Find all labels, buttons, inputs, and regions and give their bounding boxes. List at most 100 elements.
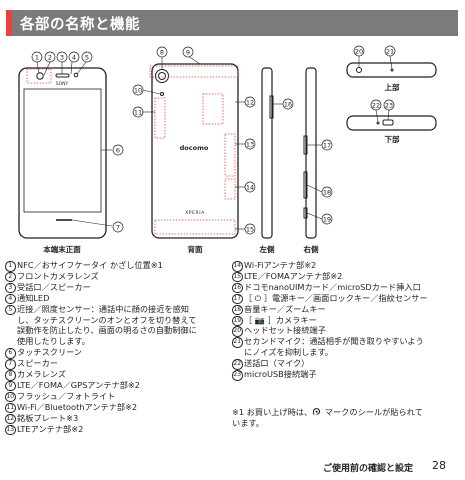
callout-12: 12 — [244, 96, 256, 108]
svg-text:11: 11 — [134, 108, 142, 116]
item-text: LTE／FOMA／GPSアンテナ部※2 — [17, 379, 140, 390]
callout-18: 18 — [321, 186, 333, 198]
svg-text:17: 17 — [323, 141, 331, 149]
callout-1: 1 — [31, 51, 43, 63]
item-number: 22 — [232, 359, 243, 370]
svg-text:7: 7 — [116, 223, 120, 231]
callout-21: 21 — [384, 45, 396, 57]
left-side-view — [261, 67, 274, 239]
svg-text:20: 20 — [355, 47, 363, 55]
callout-4: 4 — [68, 51, 80, 63]
item-number: 17 — [232, 293, 243, 305]
item-text: 音量キー／ズームキー — [244, 303, 326, 314]
callout-14: 14 — [244, 181, 256, 193]
item-text: タッチスクリーン — [17, 347, 83, 358]
item-text: カメラレンズ — [17, 369, 66, 380]
footnote-text-end: マークのシールが貼られて います。 — [232, 407, 423, 428]
sony-logo: SONY — [56, 81, 69, 87]
callout-3: 3 — [56, 51, 68, 63]
item-number: 3 — [5, 282, 16, 294]
back-view — [149, 63, 239, 239]
svg-text:6: 6 — [116, 146, 120, 154]
item-text: スピーカー — [17, 358, 58, 369]
list-item: 17［ ⏻ ］電源キー／画面ロックキー／指紋センサー — [232, 293, 462, 305]
svg-text:3: 3 — [60, 53, 64, 61]
bottom-view — [346, 115, 437, 131]
item-number: 21 — [232, 337, 243, 348]
leader-lines — [36, 55, 393, 230]
item-number: 1 — [5, 261, 16, 272]
item-text: ［ 📷 ］カメラキー — [244, 314, 317, 325]
page-title: 各部の名称と機能 — [20, 17, 140, 33]
svg-text:4: 4 — [72, 53, 76, 61]
callout-20: 20 — [353, 45, 365, 57]
footnote: ※1 お買い上げ時は、 マークのシールが貼られて います。 — [232, 407, 462, 429]
callout-8: 8 — [156, 46, 168, 58]
item-number: 23 — [232, 370, 243, 381]
svg-text:22: 22 — [372, 101, 380, 109]
svg-text:8: 8 — [160, 48, 164, 56]
item-text: 近接／照度センサー：通話中に顔の接近を感知 し、タッチスクリーンのオンとオフを切… — [17, 303, 197, 347]
item-text: フラッシュ／フォトライト — [17, 390, 116, 401]
callout-15: 15 — [244, 223, 256, 235]
item-text: 受話口／スピーカー — [17, 281, 91, 292]
item-number: 13 — [5, 424, 16, 436]
footnote-text-start: ※1 お買い上げ時は、 — [232, 407, 313, 417]
item-number: 11 — [5, 402, 16, 414]
svg-text:10: 10 — [134, 86, 142, 94]
caption-back: 背面 — [188, 244, 203, 254]
page-number: 28 — [432, 459, 446, 472]
caption-right: 右側 — [303, 244, 319, 254]
xperia-logo: XPERIA — [185, 210, 205, 216]
item-number: 18 — [232, 304, 243, 316]
caption-bottom: 下部 — [385, 134, 400, 144]
item-text: 送話口（マイク） — [244, 358, 310, 369]
header-accent-bar — [6, 10, 12, 36]
item-number: 14 — [232, 261, 243, 272]
callout-19: 19 — [321, 213, 333, 225]
svg-text:9: 9 — [186, 48, 190, 56]
item-number: 16 — [232, 282, 243, 294]
callout-17: 17 — [321, 139, 333, 151]
item-text: LTE／FOMAアンテナ部※2 — [244, 270, 343, 281]
callout-10: 10 — [132, 84, 144, 96]
item-number: 19 — [232, 315, 243, 327]
item-text: フロントカメラレンズ — [17, 270, 99, 281]
callout-5: 5 — [81, 51, 93, 63]
svg-text:5: 5 — [85, 53, 89, 61]
section-header: 各部の名称と機能 — [6, 10, 458, 36]
page-footer: ご使用前の確認と設定 28 — [0, 458, 465, 478]
item-text: Wi-Fi／Bluetoothアンテナ部※2 — [17, 401, 138, 412]
svg-text:2: 2 — [48, 53, 52, 61]
right-side-view — [303, 67, 317, 239]
front-view — [18, 67, 107, 239]
item-text: セカンドマイク：通話相手が聞き取りやすいよう にノイズを抑制します。 — [244, 336, 424, 358]
svg-text:18: 18 — [323, 188, 331, 196]
item-number: 6 — [5, 348, 16, 359]
item-number: 7 — [5, 359, 16, 370]
svg-text:23: 23 — [385, 101, 393, 109]
footer-section-title: ご使用前の確認と設定 — [323, 464, 414, 474]
svg-text:12: 12 — [246, 98, 254, 106]
item-text: Wi-Fiアンテナ部※2 — [244, 260, 317, 270]
item-number: 5 — [5, 304, 16, 316]
caption-front: 本端末正面 — [42, 244, 81, 254]
item-number: 20 — [232, 326, 243, 337]
callout-2: 2 — [44, 51, 56, 63]
callout-7: 7 — [112, 221, 124, 233]
